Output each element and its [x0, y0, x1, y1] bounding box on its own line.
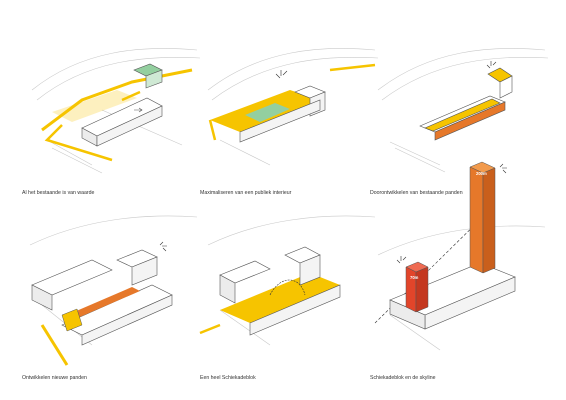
sparkle-icon [486, 61, 497, 69]
tower-200m: 200m [469, 161, 496, 274]
route-line [44, 124, 113, 162]
diagram-panel-6: 200m 70m Schiekadeblok en de skyline [370, 161, 552, 390]
sparkle-icon [159, 241, 167, 252]
tower-height-label: 200m [476, 171, 487, 176]
axonometric-diagram-2 [207, 48, 379, 166]
panel-caption: Doorontwikkelen van bestaande panden [370, 190, 463, 196]
tower-70m: 70m [405, 261, 429, 313]
block-interior [220, 273, 340, 323]
diagram-panel-2: Maximaliseren van een publiek interieur [200, 30, 382, 205]
panel-caption: Een heel Schiekadeblok [200, 375, 256, 381]
axonometric-diagram-6: 200m 70m [374, 161, 546, 351]
axonometric-diagram-5 [199, 215, 376, 346]
small-tower-height-label: 70m [410, 275, 419, 280]
arrow-icon [134, 107, 143, 113]
diagram-panel-4: Ontwikkelen nieuwe panden [22, 215, 204, 390]
diagram-panel-5: Een heel Schiekadeblok [199, 215, 382, 390]
new-building-highlight [67, 287, 140, 319]
route-line [40, 324, 69, 366]
panel-caption: Al het bestaande is van waarde [22, 190, 95, 196]
green-courtyard [245, 103, 290, 122]
connection-arc [269, 279, 306, 296]
diagram-panel-3: Doorontwikkelen van bestaande panden [370, 30, 552, 205]
diagram-panel-1: Al het bestaande is van waarde [22, 30, 204, 205]
axonometric-diagram-1 [31, 48, 201, 174]
highlighted-existing-building [424, 98, 501, 132]
sparkle-icon [275, 70, 288, 79]
panel-caption: Ontwikkelen nieuwe panden [22, 375, 87, 381]
panel-caption: Maximaliseren van een publiek interieur [200, 190, 292, 196]
axonometric-diagram-3 [377, 48, 549, 173]
panel-caption: Schiekadeblok en de skyline [370, 375, 436, 381]
highlight-area [52, 90, 137, 122]
sparkle-icon [499, 163, 507, 174]
axonometric-diagram-4 [29, 215, 198, 366]
sparkle-icon [396, 256, 407, 264]
